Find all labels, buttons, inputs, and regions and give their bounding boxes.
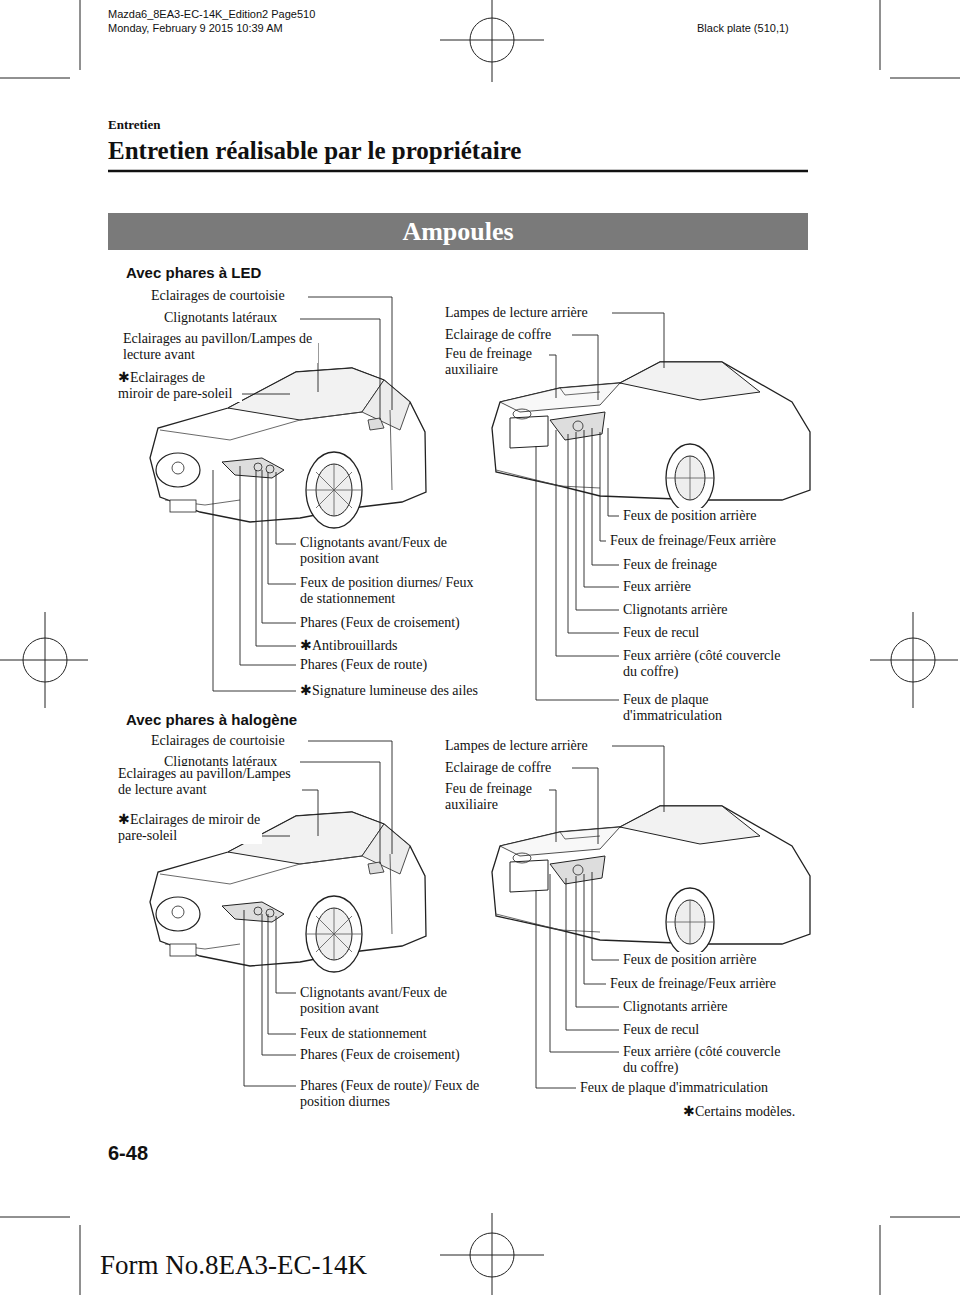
part-label: ✱Signature lumineuse des ailes	[300, 683, 478, 699]
part-label: Phares (Feux de route)/ Feux de position…	[300, 1078, 480, 1110]
footnote: ✱Certains modèles.	[683, 1104, 795, 1120]
part-label: Eclairages au pavillon/Lampes de lecture…	[123, 331, 318, 363]
part-label: Feux arrière	[623, 579, 691, 595]
part-label: Feux de stationnement	[300, 1026, 427, 1042]
part-label: ✱Eclairages de miroir de pare-soleil	[118, 370, 242, 402]
page-title: Entretien réalisable par le propriétaire	[108, 137, 521, 165]
part-label: Eclairages au pavillon/Lampes de lecture…	[118, 766, 300, 798]
part-label: Phares (Feux de route)	[300, 657, 427, 673]
part-label: Clignotants latéraux	[164, 310, 277, 326]
part-label: Clignotants avant/Feux de position avant	[300, 985, 490, 1017]
part-label: Feu de freinage auxiliaire	[445, 346, 549, 378]
part-label: Feux de freinage/Feux arrière	[610, 976, 776, 992]
part-label: Phares (Feux de croisement)	[300, 1047, 460, 1063]
section-name: Entretien	[108, 118, 160, 133]
part-label: Feux arrière (côté couvercle du coffre)	[623, 1044, 783, 1076]
part-label: Feux de position arrière	[623, 952, 756, 968]
form-number: Form No.8EA3-EC-14K	[100, 1250, 367, 1281]
part-label: Feux de freinage/Feux arrière	[610, 533, 776, 549]
part-label: Feux de plaque d'immatriculation	[580, 1080, 768, 1096]
part-label: Clignotants arrière	[623, 602, 728, 618]
page-number: 6-48	[108, 1142, 148, 1165]
part-label: Lampes de lecture arrière	[445, 738, 588, 754]
leader-lines	[213, 297, 664, 1088]
variant-heading: Avec phares à halogène	[126, 711, 297, 728]
print-header: Monday, February 9 2015 10:39 AM	[108, 22, 283, 35]
part-label: Feux de freinage	[623, 557, 717, 573]
part-label: ✱Eclairages de miroir de pare-soleil	[118, 812, 262, 844]
part-label: Clignotants avant/Feux de position avant	[300, 535, 490, 567]
part-label: Eclairage de coffre	[445, 760, 551, 776]
part-label: ✱Antibrouillards	[300, 638, 398, 654]
part-label: Lampes de lecture arrière	[445, 305, 588, 321]
part-label: Eclairages de courtoisie	[151, 733, 285, 749]
part-label: Feux de position arrière	[623, 508, 756, 524]
section-band: Ampoules	[108, 213, 808, 250]
variant-heading: Avec phares à LED	[126, 264, 261, 281]
print-header: Black plate (510,1)	[697, 22, 789, 35]
section-heading: Ampoules	[402, 217, 513, 247]
part-label: Feux de plaque d'immatriculation	[623, 692, 773, 724]
part-label: Feux arrière (côté couvercle du coffre)	[623, 648, 783, 680]
print-header: Mazda6_8EA3-EC-14K_Edition2 Page510	[108, 8, 315, 21]
part-label: Feux de position diurnes/ Feux de statio…	[300, 575, 480, 607]
part-label: Feu de freinage auxiliaire	[445, 781, 549, 813]
part-label: Feux de recul	[623, 1022, 699, 1038]
part-label: Eclairages de courtoisie	[151, 288, 285, 304]
part-label: Feux de recul	[623, 625, 699, 641]
title-rule	[108, 170, 808, 173]
part-label: Phares (Feux de croisement)	[300, 615, 460, 631]
part-label: Eclairage de coffre	[445, 327, 551, 343]
part-label: Clignotants arrière	[623, 999, 728, 1015]
